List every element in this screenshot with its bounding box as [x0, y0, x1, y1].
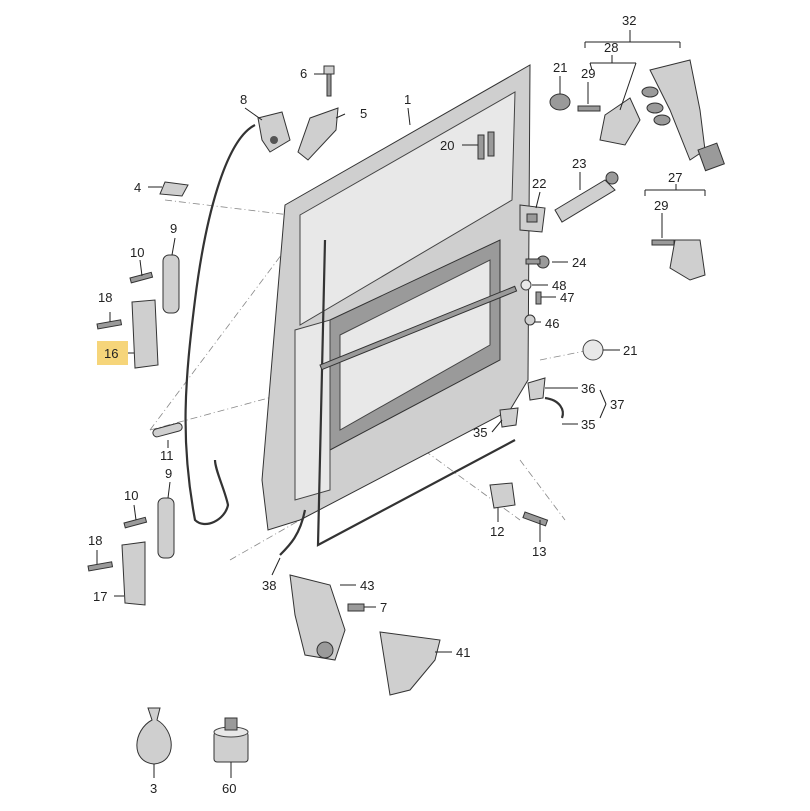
bolt-13 [522, 511, 549, 527]
clip-47 [535, 291, 542, 305]
callout-22[interactable]: 22 [532, 176, 546, 191]
callout-35[interactable]: 35 [473, 425, 487, 440]
hinge-17 [121, 541, 146, 606]
lock-28 [599, 97, 641, 146]
guide-35a [499, 407, 519, 428]
callout-35[interactable]: 35 [581, 417, 595, 432]
callout-5[interactable]: 5 [360, 106, 367, 121]
callout-16-highlight [97, 341, 128, 365]
callout-23[interactable]: 23 [572, 156, 586, 171]
grease-tub-60 [213, 717, 249, 763]
clip-11 [152, 422, 183, 438]
callout-38[interactable]: 38 [262, 578, 276, 593]
callout-10[interactable]: 10 [130, 245, 144, 260]
callout-47[interactable]: 47 [560, 290, 574, 305]
guide-bracket-20 [477, 131, 495, 160]
callout-labels: 32 28 29 21 6 8 5 1 20 23 4 22 27 29 9 1… [88, 13, 682, 796]
callout-11[interactable]: 11 [160, 448, 174, 463]
striker-plate [519, 204, 546, 233]
hinge-arm [297, 107, 339, 161]
callout-32[interactable]: 32 [622, 13, 636, 28]
callout-4[interactable]: 4 [134, 180, 141, 195]
connecting-rod [319, 285, 518, 371]
callout-16[interactable]: 16 [104, 346, 118, 361]
callout-9[interactable]: 9 [165, 466, 172, 481]
callout-43[interactable]: 43 [360, 578, 374, 593]
callout-18[interactable]: 18 [98, 290, 112, 305]
callout-18[interactable]: 18 [88, 533, 102, 548]
bolt-10a [129, 271, 154, 284]
callout-1[interactable]: 1 [404, 92, 411, 107]
callout-17[interactable]: 17 [93, 589, 107, 604]
bumper-21b [582, 339, 604, 361]
hinge-bracket [257, 111, 291, 153]
bolt-10b [123, 516, 148, 529]
callout-29[interactable]: 29 [654, 198, 668, 213]
callout-48[interactable]: 48 [552, 278, 566, 293]
callout-3[interactable]: 3 [150, 781, 157, 796]
callout-29[interactable]: 29 [581, 66, 595, 81]
callout-28[interactable]: 28 [604, 40, 618, 55]
callout-41[interactable]: 41 [456, 645, 470, 660]
lower-cable [279, 509, 307, 556]
callout-36[interactable]: 36 [581, 381, 595, 396]
callout-6[interactable]: 6 [300, 66, 307, 81]
hose-35b [544, 396, 564, 419]
callout-12[interactable]: 12 [490, 524, 504, 539]
callout-7[interactable]: 7 [380, 600, 387, 615]
callout-37[interactable]: 37 [610, 397, 624, 412]
grommet-48 [520, 279, 532, 291]
end-46 [524, 314, 536, 326]
bolt-18b [87, 561, 114, 572]
hinge-9b [157, 497, 175, 559]
callout-20[interactable]: 20 [440, 138, 454, 153]
callout-8[interactable]: 8 [240, 92, 247, 107]
callout-13[interactable]: 13 [532, 544, 546, 559]
callout-9[interactable]: 9 [170, 221, 177, 236]
callout-46[interactable]: 46 [545, 316, 559, 331]
catch-27 [669, 239, 706, 281]
callout-60[interactable]: 60 [222, 781, 236, 796]
bumper-21a [549, 93, 571, 111]
bracket-12 [489, 482, 516, 509]
bolt-24 [525, 255, 550, 269]
grease-bag-3 [136, 707, 172, 765]
actuator-32 [641, 59, 725, 172]
leader-lines [96, 30, 706, 778]
hinge-16 [131, 299, 159, 369]
door-panel [261, 64, 531, 531]
callout-27[interactable]: 27 [668, 170, 682, 185]
bolt-29a [577, 105, 601, 112]
clip-4 [159, 181, 189, 197]
bolt-29b [651, 239, 675, 246]
lever-23 [554, 171, 619, 223]
clip-36 [527, 377, 546, 401]
bolt-6 [323, 65, 335, 97]
cover-41 [379, 631, 441, 696]
bolt-18a [96, 319, 123, 330]
callout-24[interactable]: 24 [572, 255, 586, 270]
callout-21[interactable]: 21 [623, 343, 637, 358]
callout-10[interactable]: 10 [124, 488, 138, 503]
callout-21[interactable]: 21 [553, 60, 567, 75]
bolt-7 [347, 603, 365, 612]
hinge-9a [162, 254, 180, 314]
release-cable [184, 124, 256, 526]
lower-roller-43 [289, 574, 346, 661]
door-seal [316, 239, 516, 547]
